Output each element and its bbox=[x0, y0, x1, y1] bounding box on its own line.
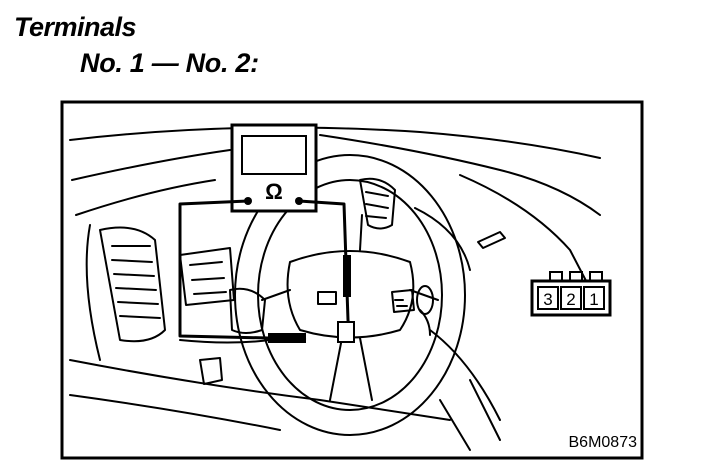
terminal-connector: 3 2 1 bbox=[530, 271, 612, 317]
figure-code: B6M0873 bbox=[569, 434, 638, 451]
figure-frame bbox=[60, 100, 644, 460]
ohm-symbol: Ω bbox=[265, 179, 283, 204]
terminal-3-label: 3 bbox=[543, 290, 552, 309]
ohmmeter: Ω bbox=[230, 123, 318, 213]
test-leads bbox=[178, 199, 352, 342]
clockspring-connector bbox=[337, 321, 355, 343]
harness-segment bbox=[268, 333, 306, 343]
probe-clip bbox=[343, 255, 351, 297]
terminal-2-label: 2 bbox=[566, 290, 575, 309]
page-title: Terminals bbox=[14, 12, 137, 42]
terminal-subtitle: No. 1 — No. 2: bbox=[80, 48, 259, 78]
terminal-1-label: 1 bbox=[589, 290, 598, 309]
dashboard-drawing bbox=[69, 126, 601, 451]
